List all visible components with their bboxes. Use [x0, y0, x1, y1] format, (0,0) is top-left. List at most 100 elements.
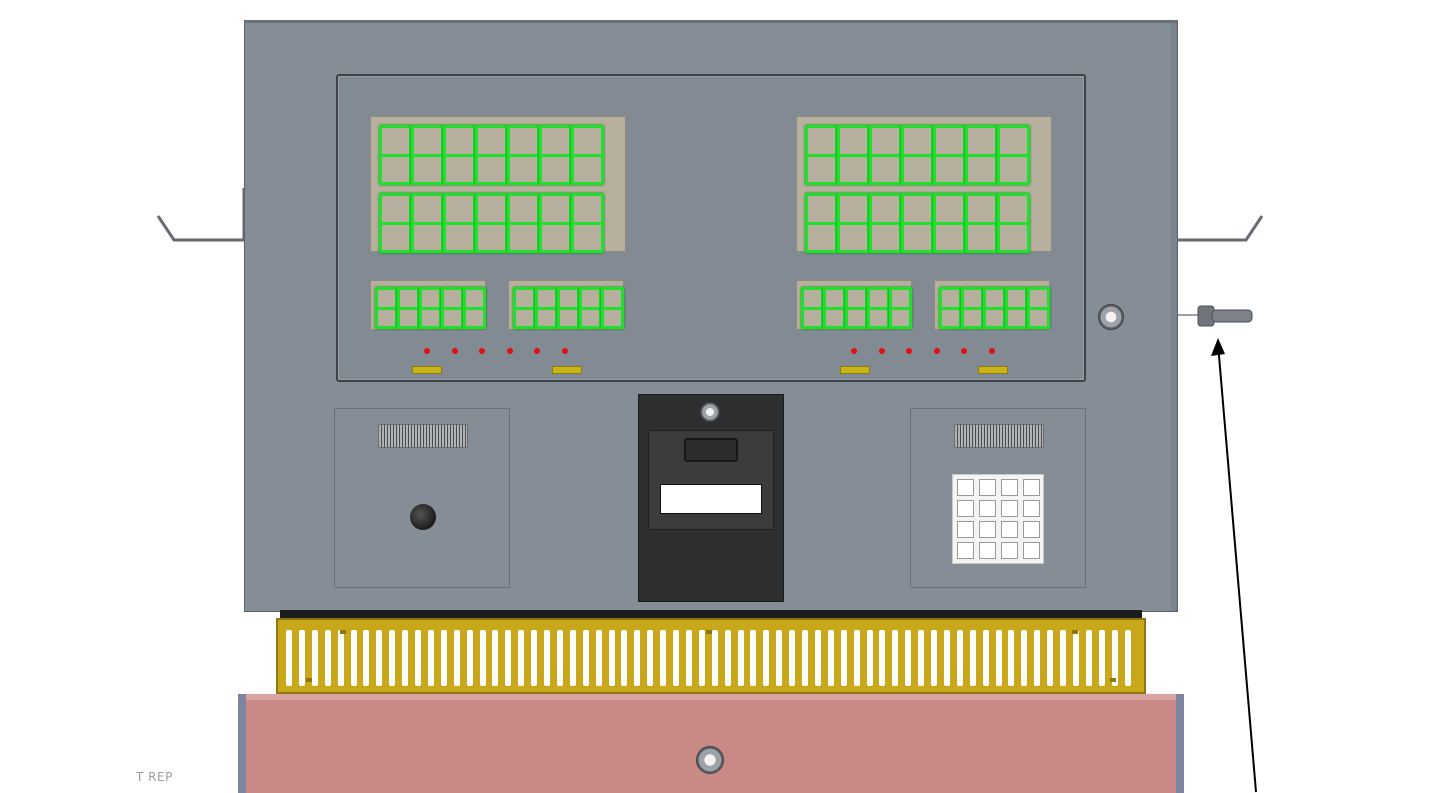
keypad-key[interactable]	[1023, 521, 1040, 538]
segment-digit	[375, 287, 398, 329]
vent-slot	[827, 630, 834, 686]
vent-slot	[660, 630, 667, 686]
indicator-led	[479, 348, 486, 354]
printer-lock-icon[interactable]	[700, 402, 720, 422]
base-cabinet-top-edge	[246, 694, 1176, 700]
segment-digit	[419, 287, 442, 329]
keypad-key[interactable]	[979, 479, 996, 496]
indicator-led	[906, 348, 913, 354]
segment-digit	[889, 287, 912, 329]
segment-digit	[443, 125, 476, 185]
vent-slot	[324, 630, 331, 686]
vent-screw	[706, 630, 712, 634]
keypad-key[interactable]	[1001, 521, 1018, 538]
segment-digit	[997, 193, 1030, 253]
segment-digit	[805, 125, 838, 185]
segment-digit	[933, 193, 966, 253]
vent-slot	[453, 630, 460, 686]
vent-slot	[724, 630, 731, 686]
keypad[interactable]	[952, 474, 1044, 564]
vent-slot	[840, 630, 847, 686]
segment-digit	[965, 193, 998, 253]
keypad-key[interactable]	[1023, 500, 1040, 517]
segment-digit	[379, 125, 412, 185]
segment-digit	[961, 287, 984, 329]
keypad-key[interactable]	[1001, 479, 1018, 496]
cabinet-bottom-edge	[280, 610, 1142, 620]
vent-slot	[595, 630, 602, 686]
vent-slot	[685, 630, 692, 686]
vent-slot	[814, 630, 821, 686]
vent-slot	[1098, 630, 1105, 686]
vent-slot	[402, 630, 409, 686]
plug-connector-icon	[1178, 305, 1253, 327]
segment-digit	[513, 287, 536, 329]
vent-slot	[711, 630, 718, 686]
indicator-led	[424, 348, 430, 354]
vent-slot	[1085, 630, 1092, 686]
vent-slot	[789, 630, 796, 686]
keypad-key[interactable]	[957, 500, 974, 517]
segment-digit	[901, 193, 934, 253]
segment-digit	[397, 287, 420, 329]
vent-slot	[518, 630, 525, 686]
vent-slot	[905, 630, 912, 686]
vent-screw	[340, 630, 346, 634]
keypad-key[interactable]	[957, 479, 974, 496]
base-lock-icon[interactable]	[696, 746, 724, 774]
keypad-key[interactable]	[1023, 542, 1040, 559]
segment-digit	[535, 287, 558, 329]
left-hanger	[156, 188, 246, 242]
segment-digit	[845, 287, 868, 329]
label-plate	[412, 366, 442, 374]
keypad-key[interactable]	[957, 521, 974, 538]
vent-slot	[943, 630, 950, 686]
indicator-led	[989, 348, 995, 354]
keypad-key[interactable]	[1023, 479, 1040, 496]
label-plate	[978, 366, 1008, 374]
keypad-key[interactable]	[1001, 500, 1018, 517]
vent-slot	[1060, 630, 1066, 686]
keypad-key[interactable]	[1001, 542, 1018, 559]
segment-digit	[571, 193, 604, 253]
vent-slot	[634, 630, 641, 686]
segment-digit	[837, 193, 870, 253]
segment-digit	[411, 125, 444, 185]
segment-digit	[443, 193, 476, 253]
left-large-display	[370, 116, 626, 253]
small-display-2	[508, 280, 624, 330]
vent-slot	[389, 630, 396, 686]
small-display-1	[370, 280, 486, 330]
printer-latch[interactable]	[684, 438, 738, 462]
right-hanger	[1174, 188, 1264, 242]
vent-slot	[750, 630, 757, 686]
tag-text: T REP	[136, 770, 173, 784]
segment-digit	[441, 287, 464, 329]
vent-slot	[569, 630, 576, 686]
vent-screw	[306, 678, 312, 682]
key-lock-icon[interactable]	[1098, 304, 1124, 330]
keypad-key[interactable]	[979, 542, 996, 559]
vent-slot	[673, 630, 679, 686]
segment-digit	[1005, 287, 1028, 329]
indicator-led	[562, 348, 568, 354]
segment-digit	[869, 125, 902, 185]
vent-slot	[350, 630, 357, 686]
round-knob-icon[interactable]	[410, 504, 436, 530]
segment-digit	[867, 287, 890, 329]
label-plate	[552, 366, 582, 374]
keypad-key[interactable]	[979, 500, 996, 517]
segment-digit	[823, 287, 846, 329]
segment-digit	[1027, 287, 1050, 329]
vent-slot	[286, 630, 292, 686]
vent-slot	[544, 630, 550, 686]
segment-digit	[571, 125, 604, 185]
vent-slot	[492, 630, 499, 686]
vent-slot	[556, 630, 563, 686]
segment-digit	[805, 193, 838, 253]
segment-digit	[601, 287, 624, 329]
keypad-key[interactable]	[979, 521, 996, 538]
vent-slot	[763, 630, 770, 686]
keypad-key[interactable]	[957, 542, 974, 559]
indicator-led	[851, 348, 857, 354]
